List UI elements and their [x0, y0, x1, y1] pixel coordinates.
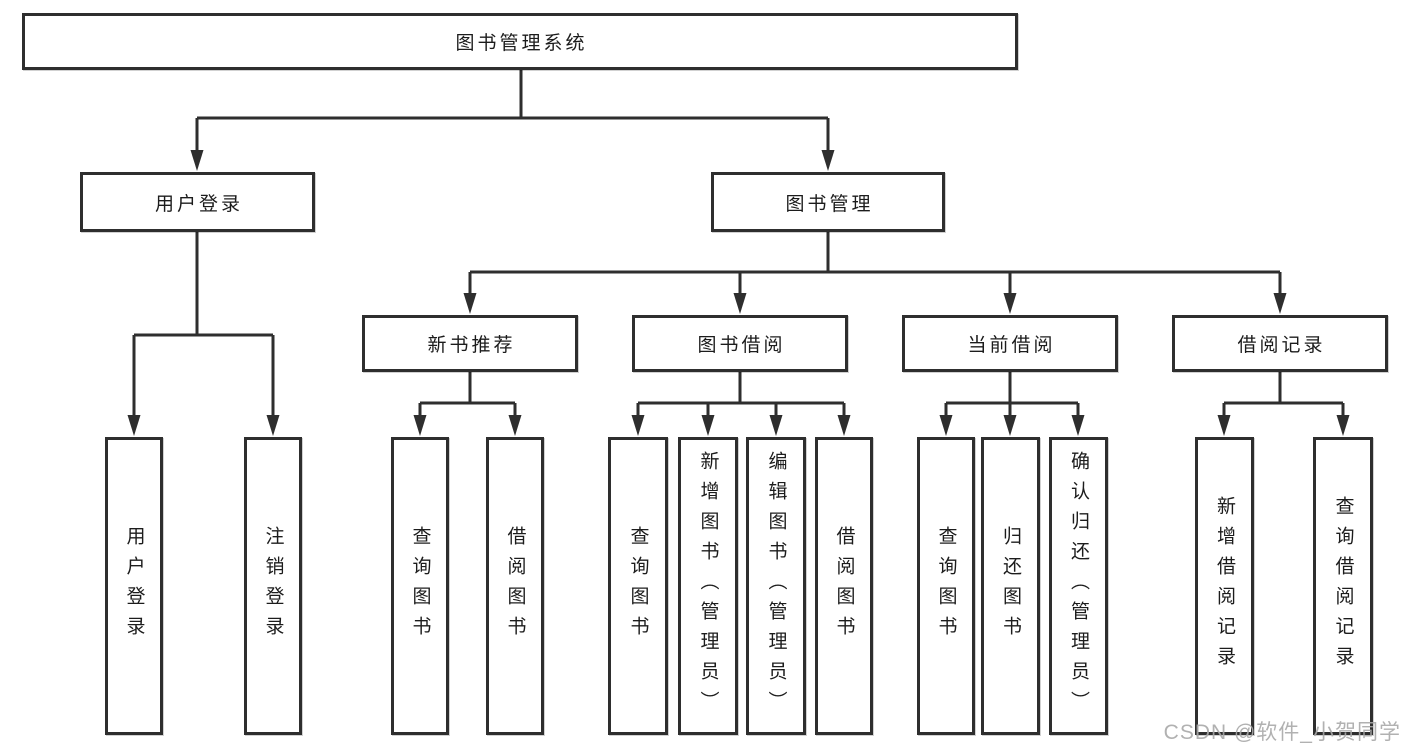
node-label: 用户登录 — [123, 526, 145, 646]
leaf-confirm-return-admin: 确认归还（管理员） — [1049, 437, 1108, 735]
leaf-borrow-books: 借阅图书 — [486, 437, 544, 735]
node-label: 新增图书（管理员） — [697, 451, 719, 721]
leaf-add-borrowing-record: 新增借阅记录 — [1195, 437, 1254, 735]
node-label: 新增借阅记录 — [1214, 496, 1235, 676]
leaf-logout: 注销登录 — [244, 437, 302, 735]
leaf-query-borrowing-record: 查询借阅记录 — [1313, 437, 1373, 735]
node-label: 查询图书 — [409, 526, 431, 646]
node-label: 查询图书 — [935, 526, 957, 646]
node-label: 确认归还（管理员） — [1068, 451, 1089, 721]
node-label: 新书推荐 — [427, 335, 516, 356]
leaf-borrow-books: 借阅图书 — [815, 437, 873, 735]
node-label: 借阅图书 — [504, 526, 526, 646]
leaf-query-books: 查询图书 — [391, 437, 449, 735]
node-label: 查询图书 — [627, 526, 649, 646]
node-library-management-system: 图书管理系统 — [22, 13, 1018, 70]
node-label: 归还图书 — [1000, 526, 1021, 646]
leaf-query-books: 查询图书 — [608, 437, 668, 735]
node-current-borrowing: 当前借阅 — [902, 315, 1118, 372]
leaf-query-books: 查询图书 — [917, 437, 975, 735]
node-book-borrowing: 图书借阅 — [632, 315, 848, 372]
node-label: 编辑图书（管理员） — [765, 451, 787, 721]
node-label: 借阅图书 — [833, 526, 855, 646]
node-label: 图书借阅 — [697, 335, 786, 356]
node-user-login: 用户登录 — [80, 172, 315, 232]
node-label: 当前借阅 — [967, 335, 1056, 356]
node-label: 图书管理 — [785, 193, 874, 215]
node-label: 借阅记录 — [1237, 335, 1326, 356]
node-label: 查询借阅记录 — [1332, 496, 1354, 676]
leaf-edit-books-admin: 编辑图书（管理员） — [746, 437, 806, 735]
node-label: 用户登录 — [154, 193, 243, 215]
leaf-user-login: 用户登录 — [105, 437, 163, 735]
node-new-book-recommendation: 新书推荐 — [362, 315, 578, 372]
csdn-watermark: CSDN @软件_小贺同学 — [1163, 721, 1401, 744]
leaf-return-books: 归还图书 — [981, 437, 1040, 735]
arrowheads — [127, 150, 1350, 436]
node-book-management: 图书管理 — [711, 172, 945, 232]
node-borrowing-records: 借阅记录 — [1172, 315, 1388, 372]
leaf-add-books-admin: 新增图书（管理员） — [678, 437, 738, 735]
node-label: 图书管理系统 — [455, 33, 588, 54]
node-label: 注销登录 — [262, 526, 284, 646]
